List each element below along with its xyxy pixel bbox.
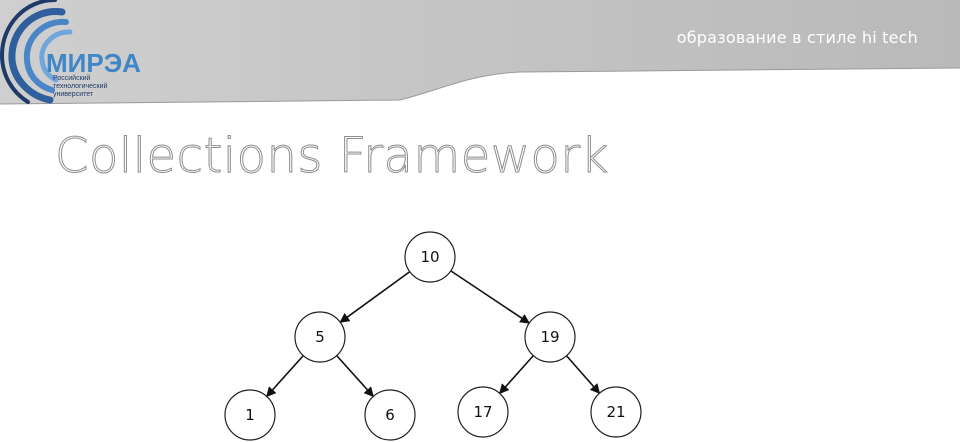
tree-nodes: 10 5 19 1 6 17 21	[224, 231, 642, 441]
tree-node-circle	[364, 389, 416, 441]
tree-node-circle	[224, 389, 276, 441]
tree-node-label: 5	[315, 328, 325, 346]
header-slogan: образование в стиле hi tech	[676, 28, 918, 47]
tree-node-label: 10	[420, 248, 439, 266]
tree-node-circle	[524, 311, 576, 363]
slide-title: Collections Framework	[55, 128, 609, 185]
tree-edge-n19-n17	[498, 353, 536, 395]
tree-node-circle	[590, 386, 642, 438]
tree-node-label: 21	[606, 403, 625, 421]
tree-edge-n5-n1	[266, 353, 306, 398]
logo-subtitle-line-3: университет	[53, 91, 94, 98]
tree-node-10: 10	[404, 231, 456, 283]
tree-node-17: 17	[457, 386, 509, 438]
tree-node-1: 1	[224, 389, 276, 441]
tree-node-label: 1	[245, 406, 255, 424]
logo-subtitle: Российский технологический университет	[53, 75, 133, 99]
tree-edge-n10-n5	[339, 269, 412, 323]
tree-node-circle	[294, 311, 346, 363]
tree-node-6: 6	[364, 389, 416, 441]
tree-node-label: 19	[540, 328, 559, 346]
tree-edge-n10-n19	[448, 269, 531, 324]
logo-emblem: МИРЭА	[0, 0, 141, 104]
tree-edge-n19-n21	[564, 353, 601, 394]
tree-node-label: 17	[473, 403, 492, 421]
logo-subtitle-line-2: технологический	[53, 83, 108, 90]
header-background	[0, 0, 960, 105]
tree-edge-n5-n6	[334, 353, 374, 398]
tree-node-5: 5	[294, 311, 346, 363]
tree-edges	[266, 269, 601, 398]
tree-node-label: 6	[385, 406, 395, 424]
logo-wordmark: МИРЭА	[46, 48, 141, 78]
tree-node-circle	[404, 231, 456, 283]
tree-node-19: 19	[524, 311, 576, 363]
tree-node-circle	[457, 386, 509, 438]
mirea-logo: МИРЭА Российский технологический универс…	[0, 0, 170, 105]
tree-node-21: 21	[590, 386, 642, 438]
logo-subtitle-line-1: Российский	[53, 75, 91, 82]
header-band: образование в стиле hi tech	[0, 0, 960, 110]
